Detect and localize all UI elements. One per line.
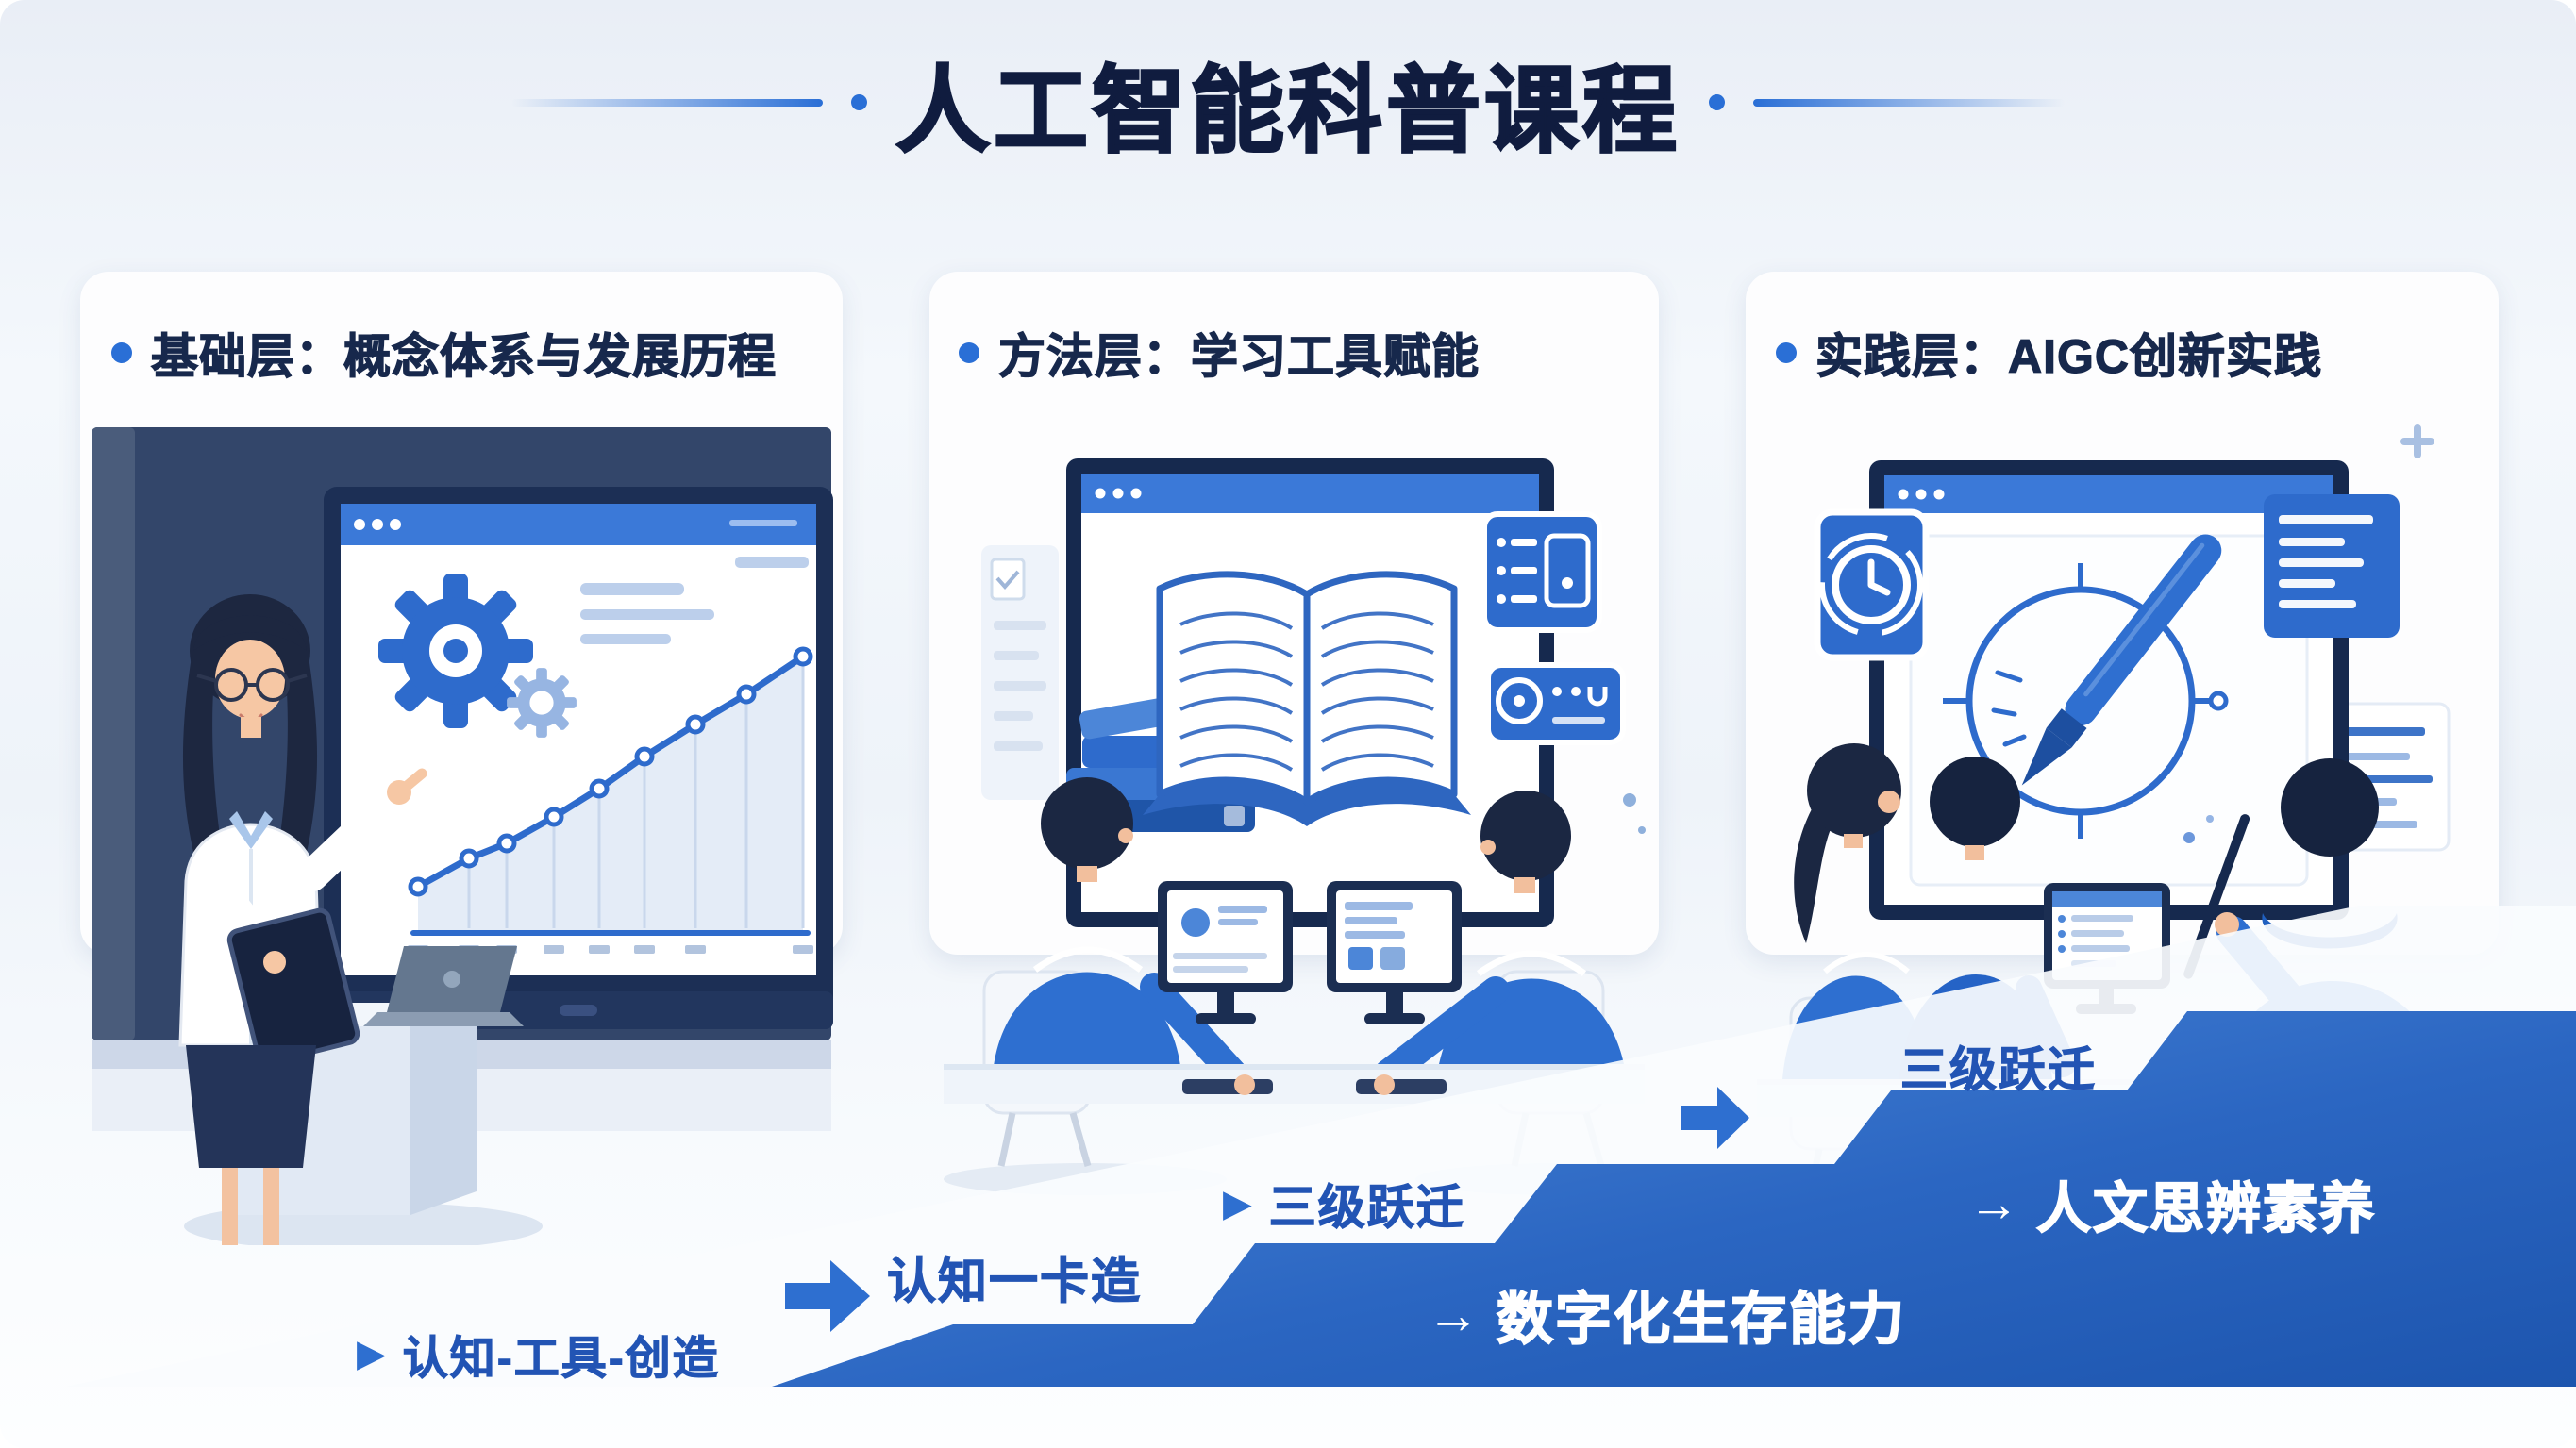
title-dot-right-icon <box>1709 94 1725 110</box>
outcome-label-humanistic-thinking: → 人文思辨素养 <box>1968 1175 2377 1240</box>
bullet-dot-icon <box>959 342 979 363</box>
triangle-marker-icon: ▶ <box>1223 1183 1252 1224</box>
step-arrow-icon <box>1681 1087 1749 1149</box>
triangle-marker-icon: ▶ <box>357 1333 386 1374</box>
page-title: 人工智能科普课程 <box>895 58 1681 166</box>
laptop-icon <box>363 946 524 1026</box>
stage-label-cognition: 认知一卡造 <box>886 1255 1143 1310</box>
chair <box>1415 970 1659 1195</box>
panel-method-header: 方法层：学习工具赋能 <box>959 319 1480 387</box>
panel-method-label: 方法层：学习工具赋能 <box>997 329 1480 383</box>
podium <box>184 946 543 1245</box>
stage-label-three-level-leap-2: 三级跃迁 <box>1900 1043 2097 1097</box>
chair <box>944 970 1227 1195</box>
arrow-marker-icon: → <box>1968 1175 2019 1232</box>
stage-label-three-level-leap-1: ▶ 三级跃迁 <box>1223 1181 1465 1235</box>
desk <box>944 1064 1645 1104</box>
title-rule-left-icon <box>511 98 823 107</box>
arrow-marker-icon: → <box>1427 1284 1480 1344</box>
keyboard <box>1182 1079 1273 1094</box>
white-wedge <box>66 906 2576 1387</box>
panel-practice-header: 实践层：AIGC创新实践 <box>1776 319 2322 387</box>
panel-foundation-header: 基础层：概念体系与发展历程 <box>111 319 777 387</box>
title-row: 人工智能科普课程 <box>0 34 2576 171</box>
title-dot-left-icon <box>851 94 867 110</box>
desk <box>1757 1079 2487 1117</box>
panel-foundation-label: 基础层：概念体系与发展历程 <box>150 329 777 383</box>
panel-practice-label: 实践层：AIGC创新实践 <box>1815 329 2322 383</box>
bullet-dot-icon <box>1776 342 1797 363</box>
step-arrow-icon <box>785 1260 870 1332</box>
bullet-dot-icon <box>111 342 132 363</box>
keyboard <box>1356 1079 1447 1094</box>
title-rule-right-icon <box>1753 98 2065 107</box>
outcome-label-digital-survival: → 数字化生存能力 <box>1427 1284 1906 1352</box>
stage-label-cognition-tool-create: ▶ 认知-工具-创造 <box>357 1333 720 1385</box>
